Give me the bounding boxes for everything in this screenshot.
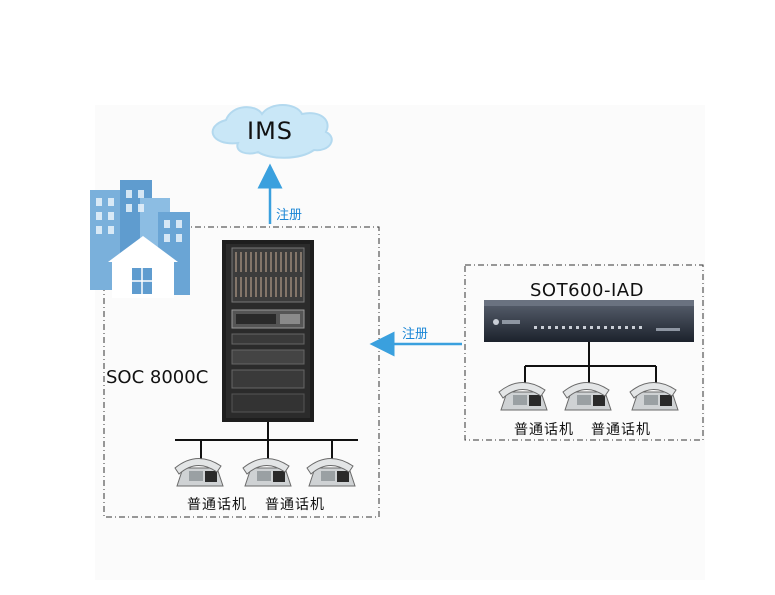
diagram-background <box>95 105 705 580</box>
soc-phone-icon-2 <box>242 457 292 487</box>
soc-phone-icon-1 <box>174 457 224 487</box>
iad-phone-icon-1 <box>498 381 548 411</box>
iad-phone-icon-2 <box>562 381 612 411</box>
ims-label: IMS <box>247 117 294 145</box>
soc-phone-bus <box>175 422 358 462</box>
soc-phone-label-2: 普通话机 <box>265 497 325 513</box>
iad-phone-icon-3 <box>629 381 679 411</box>
soc-rack <box>222 240 314 422</box>
soc-phone-label-1: 普通话机 <box>187 497 247 513</box>
soc-group-box <box>103 226 380 518</box>
ims-cloud <box>211 104 333 159</box>
iad-phone-bus <box>524 342 657 386</box>
iad-phone-label-2: 普通话机 <box>591 422 651 438</box>
register-label-iad: 注册 <box>402 327 429 342</box>
iad-name-label: SOT600-IAD <box>530 280 644 301</box>
soc-phone-icon-3 <box>306 457 356 487</box>
soc-name-label: SOC 8000C <box>106 367 209 388</box>
iad-phone-label-1: 普通话机 <box>514 422 574 438</box>
iad-device <box>484 300 694 342</box>
building-icon <box>90 180 190 298</box>
register-label-soc: 注册 <box>276 208 303 223</box>
iad-group-box <box>464 264 704 441</box>
